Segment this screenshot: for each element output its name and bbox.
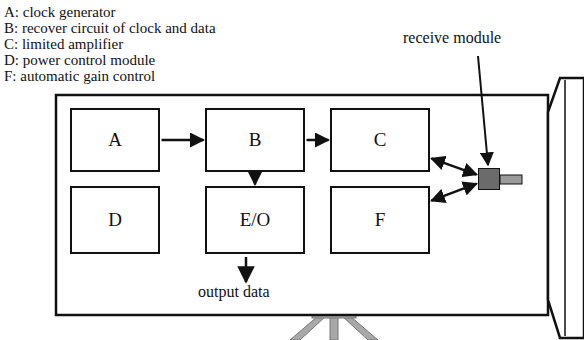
signal-arrow <box>431 158 476 174</box>
block-box: D <box>70 186 160 254</box>
block-box: F <box>330 186 430 254</box>
module-stub <box>500 175 522 184</box>
block-letter: B <box>249 129 262 151</box>
block-letter: D <box>108 209 122 231</box>
leader-line <box>478 56 488 165</box>
key-text: C: limited amplifier <box>4 36 123 52</box>
output-arrow <box>245 257 248 282</box>
lens-edge <box>564 80 566 336</box>
signal-arrow <box>254 174 257 185</box>
output-label: output data <box>198 284 270 300</box>
block-box: B <box>205 108 305 172</box>
block-letter: E/O <box>240 209 271 231</box>
lens <box>548 78 584 338</box>
housing <box>56 95 548 315</box>
block-box: A <box>70 108 160 172</box>
key-text: B: recover circuit of clock and data <box>4 20 216 36</box>
key-text: A: clock generator <box>4 4 116 20</box>
block-letter: C <box>374 129 387 151</box>
block-box: E/O <box>205 186 305 254</box>
signal-arrow <box>307 139 329 142</box>
block-box: C <box>330 108 430 172</box>
key-text: D: power control module <box>4 52 155 68</box>
block-letter: A <box>108 129 122 151</box>
receive-module: receive module <box>478 168 500 190</box>
block-letter: F <box>375 209 386 231</box>
signal-arrow <box>431 184 476 201</box>
signal-arrow <box>162 139 204 142</box>
callout-label: receive module <box>401 29 503 47</box>
key-text: F: automatic gain control <box>4 68 155 84</box>
